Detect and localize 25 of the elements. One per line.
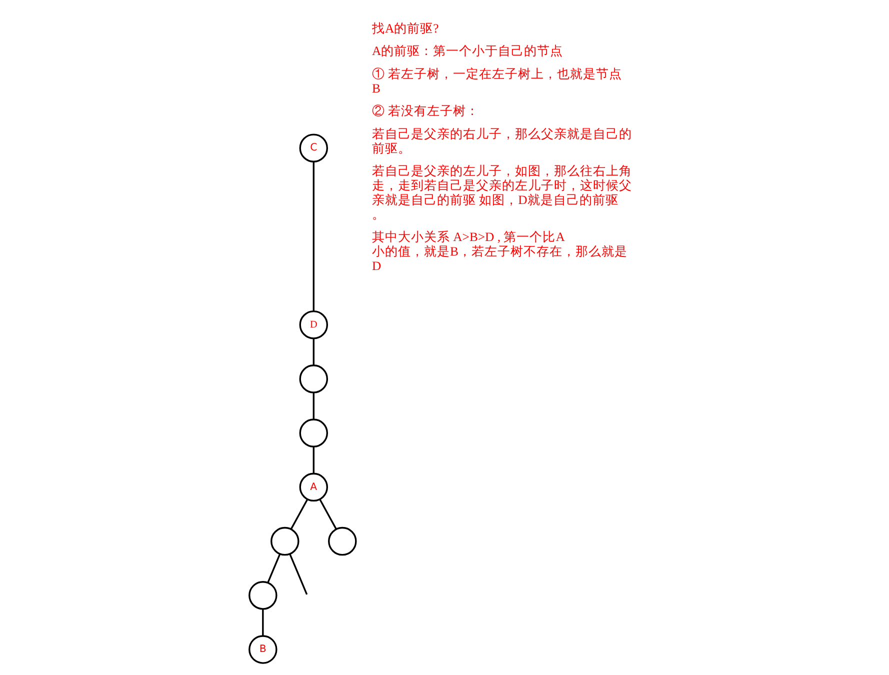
label: 找A的前驱? [372, 21, 439, 36]
node-circle [248, 581, 278, 610]
connector [262, 608, 264, 636]
label: 其中大小关系 A>B>D , 第一个比A小的值，就是B，若左子树不存在，那么就是D [372, 230, 628, 273]
node-circle: A [299, 472, 328, 502]
node-circle [270, 526, 300, 556]
label: 若自己是父亲的右儿子，那么父亲就是自己的前驱。 [372, 126, 632, 156]
node-circle: C [299, 134, 328, 162]
connector [267, 554, 281, 584]
label: 若自己是父亲的左儿子，如图，那么往右上角走，走到若自己是父亲的左儿子时，这时候父亲就是自己的前驱 如图，D就是自己的前驱。 [372, 164, 632, 222]
node-circle: B [248, 635, 278, 664]
node-circle [299, 418, 328, 448]
connector [312, 392, 314, 420]
node-circle [299, 364, 328, 394]
connector [312, 162, 314, 312]
connector [289, 554, 308, 595]
node-circle: D [299, 310, 328, 340]
label: ② 若没有左子树： [372, 104, 480, 118]
connector [312, 446, 314, 474]
connector [319, 498, 337, 530]
label: A的前驱：第一个小于自己的节点 [372, 44, 564, 58]
connector [312, 338, 314, 366]
label: ① 若左子树，一定在左子树上，也就是节点B [372, 66, 622, 96]
connector [290, 498, 308, 530]
node-circle [328, 526, 357, 556]
